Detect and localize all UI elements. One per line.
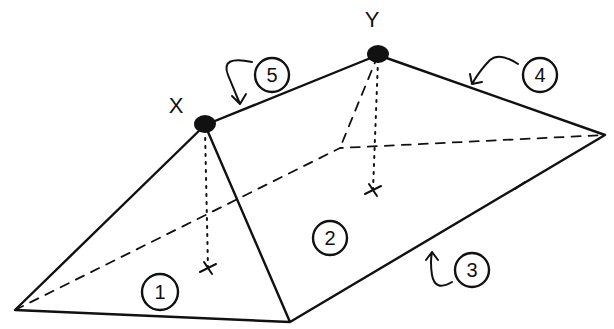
callout-circle — [142, 274, 178, 310]
callout-arrow — [426, 252, 452, 286]
ridge-point — [194, 115, 216, 133]
callout-number: 1 — [154, 282, 165, 302]
callout-number: 5 — [266, 65, 277, 85]
callout-arrow — [226, 60, 252, 104]
callout-circle — [455, 253, 489, 287]
point-label: Y — [365, 9, 380, 31]
edge-tick — [515, 182, 525, 189]
callout-circle — [255, 58, 289, 92]
roof-edges — [15, 55, 605, 322]
callout-circle — [313, 221, 347, 255]
ridge-point — [367, 45, 389, 63]
callout-arrow — [470, 57, 518, 84]
callout-number: 3 — [466, 260, 477, 280]
hidden-edges — [15, 55, 605, 310]
callout-circle — [523, 58, 557, 92]
height-lines — [205, 60, 378, 268]
callout-number: 4 — [534, 65, 545, 85]
foot-crosses — [200, 184, 381, 274]
point-label: X — [169, 95, 184, 117]
callout-number: 2 — [324, 228, 335, 248]
